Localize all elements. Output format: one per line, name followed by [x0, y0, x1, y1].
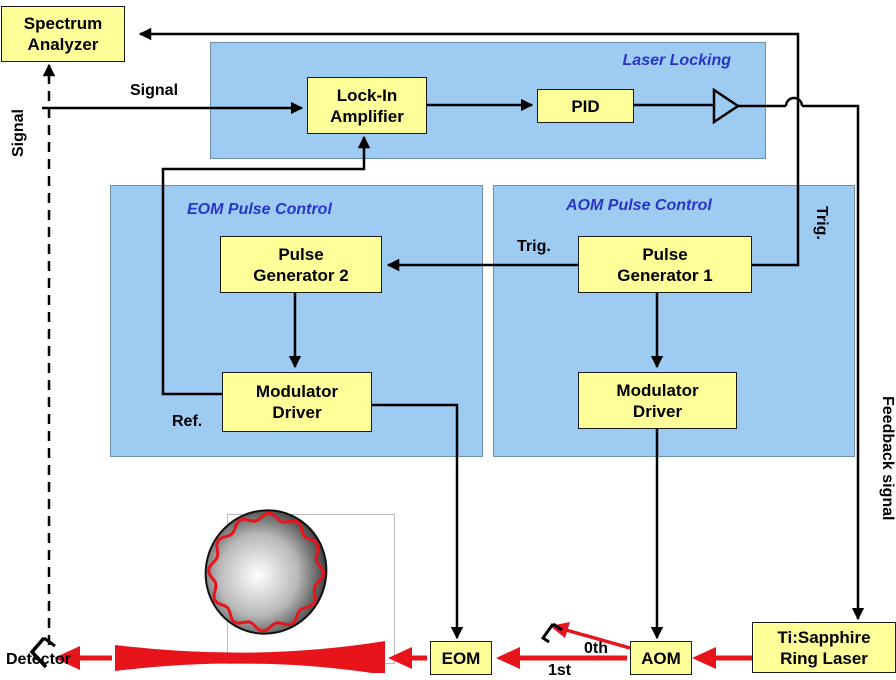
- trig-to-spectrum-analyzer-wire: [138, 27, 800, 267]
- eom-box: EOM: [430, 641, 492, 675]
- laser-locking-panel: Laser Locking: [210, 42, 766, 159]
- aom-pulse-control-title: AOM Pulse Control: [566, 197, 712, 214]
- beam-dump-icon: [540, 623, 555, 644]
- detector-label: Detector: [6, 651, 71, 668]
- detector-icon: [29, 636, 48, 669]
- trig-label: Trig.: [517, 238, 551, 255]
- modulator-driver-aom-box: Modulator Driver: [578, 372, 737, 429]
- trig-vertical-label: Trig.: [813, 206, 830, 240]
- ti-sapphire-ring-laser-box: Ti:Sapphire Ring Laser: [752, 622, 896, 673]
- zeroth-order-label: 0th: [584, 640, 608, 657]
- ref-label: Ref.: [172, 413, 203, 430]
- modulator-driver-eom-box: Modulator Driver: [222, 372, 372, 432]
- aom-box: AOM: [630, 641, 692, 675]
- microsphere-graphic: [204, 509, 328, 635]
- amplifier-triangle: [712, 87, 741, 125]
- laser-locking-title: Laser Locking: [622, 52, 731, 69]
- pulse-generator-2-box: Pulse Generator 2: [220, 236, 382, 293]
- pulse-generator-1-box: Pulse Generator 1: [578, 236, 752, 293]
- spectrum-analyzer-box: Spectrum Analyzer: [1, 6, 125, 62]
- signal-vertical-label: Signal: [10, 108, 27, 157]
- wire-crossover-hop: [784, 96, 804, 107]
- ref-to-lockin-wire: [161, 135, 371, 396]
- lock-in-amplifier-box: Lock-In Amplifier: [307, 77, 427, 134]
- eom-pulse-control-title: EOM Pulse Control: [187, 201, 332, 218]
- feedback-signal-label: Feedback signal: [879, 396, 896, 521]
- driver-to-eom-wire: [372, 403, 464, 640]
- pid-box: PID: [537, 89, 634, 123]
- first-order-label: 1st: [548, 662, 572, 679]
- feedback-wire-b: [802, 104, 860, 618]
- signal-label: Signal: [130, 82, 179, 99]
